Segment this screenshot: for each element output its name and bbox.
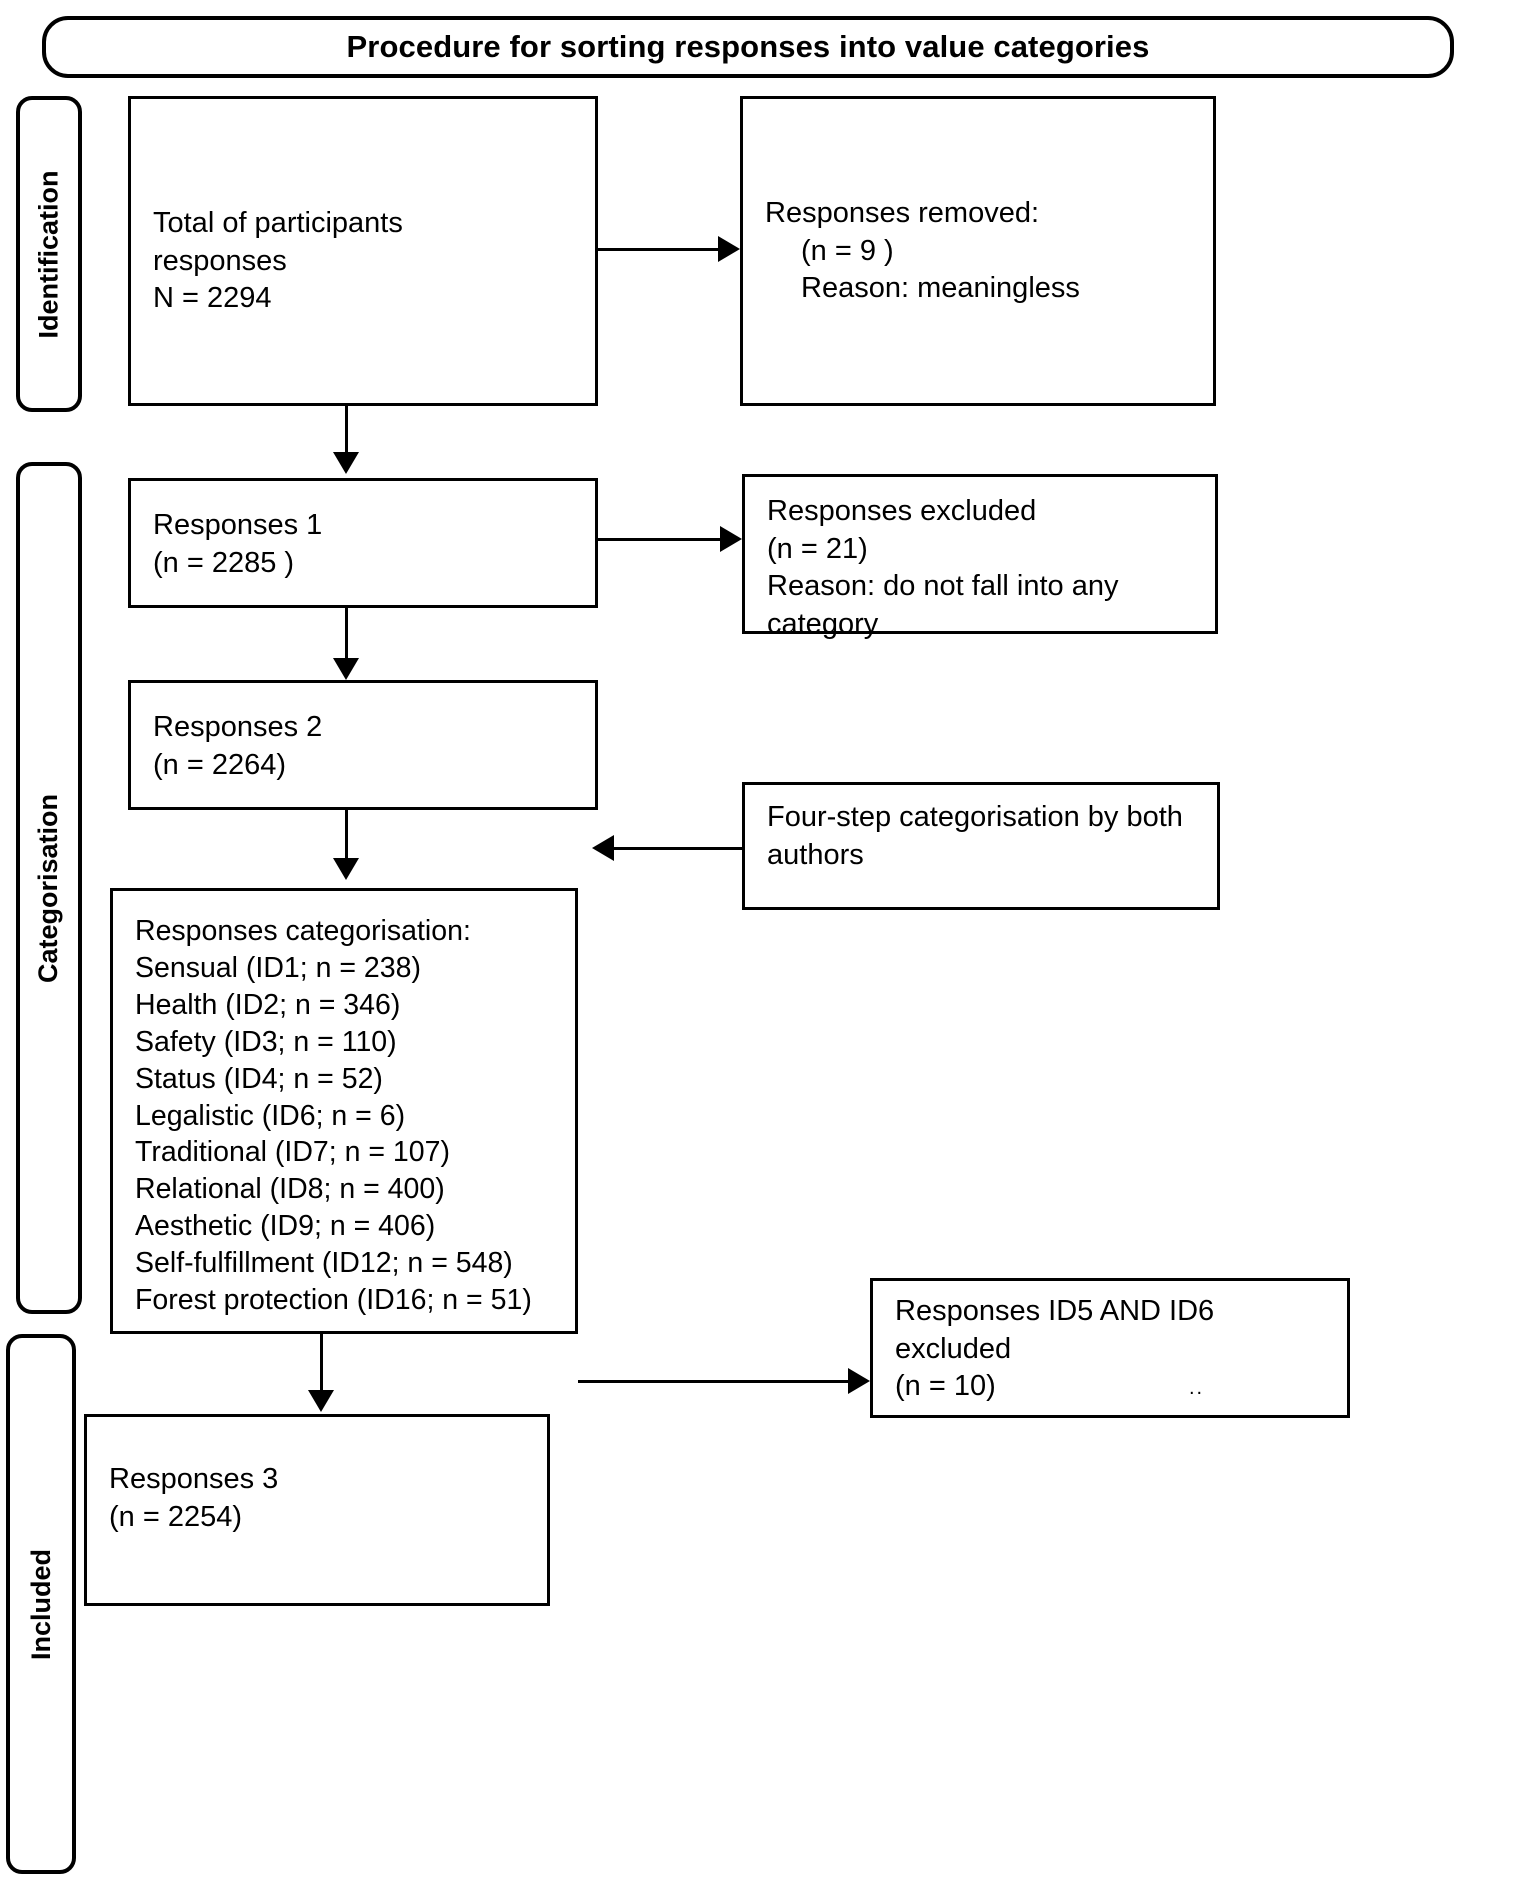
node-responses-2-line-1: Responses 2	[153, 711, 323, 743]
categorisation-item-sensual: Sensual (ID1; n = 238)	[135, 951, 421, 984]
categorisation-item-health: Health (ID2; n = 346)	[135, 988, 401, 1021]
arrowhead-categorisation-to-id5id6	[848, 1368, 870, 1394]
categorisation-item-aesthetic: Aesthetic (ID9; n = 406)	[135, 1210, 436, 1243]
node-total-responses-line-3: N = 2294	[153, 282, 272, 315]
categorisation-heading: Responses categorisation:	[135, 915, 471, 947]
node-responses-3-line-2: (n = 2254)	[109, 1500, 243, 1533]
connector-responses1-to-excluded	[598, 538, 720, 541]
arrowhead-fourstep-to-categorisation	[592, 835, 614, 861]
node-responses-3: Responses 3 (n = 2254)	[84, 1414, 550, 1606]
node-total-responses: Total of participants responses N = 2294	[128, 96, 598, 406]
node-responses-removed-line-1: Responses removed:	[765, 197, 1040, 229]
connector-categorisation-to-id5id6	[578, 1380, 848, 1383]
arrowhead-total-to-removed	[718, 236, 740, 262]
connector-total-to-responses1	[345, 406, 348, 458]
stage-label-identification: Identification	[16, 96, 82, 412]
node-four-step-line-2: authors	[767, 838, 864, 871]
node-responses-removed-line-2: (n = 9 )	[801, 234, 894, 267]
stage-label-categorisation-text: Categorisation	[33, 793, 64, 983]
node-responses-1-line-1: Responses 1	[153, 509, 323, 541]
connector-categorisation-to-responses3	[320, 1334, 323, 1396]
arrowhead-total-to-responses1	[333, 452, 359, 474]
node-responses-excluded-line-2: (n = 21)	[767, 532, 868, 565]
node-responses-removed-line-3: Reason: meaningless	[801, 272, 1080, 305]
node-id5-id6-line-3: (n = 10)	[895, 1370, 996, 1403]
connector-total-to-removed	[598, 248, 718, 251]
arrowhead-responses1-to-excluded	[720, 526, 742, 552]
node-total-responses-line-1: Total of participants	[153, 207, 403, 239]
categorisation-item-status: Status (ID4; n = 52)	[135, 1062, 383, 1095]
node-responses-3-line-1: Responses 3	[109, 1463, 279, 1495]
node-responses-excluded-line-3: Reason: do not fall into any	[767, 570, 1119, 603]
node-responses-1-line-2: (n = 2285 )	[153, 546, 295, 579]
node-responses-excluded-line-4: category	[767, 608, 879, 641]
arrowhead-responses1-to-responses2	[333, 658, 359, 680]
node-responses-removed: Responses removed: (n = 9 ) Reason: mean…	[740, 96, 1216, 406]
categorisation-item-relational: Relational (ID8; n = 400)	[135, 1173, 445, 1206]
node-four-step-categorisation: Four-step categorisation by both authors	[742, 782, 1220, 910]
connector-responses2-to-categorisation	[345, 810, 348, 864]
node-responses-2: Responses 2 (n = 2264)	[128, 680, 598, 810]
page-title: Procedure for sorting responses into val…	[346, 29, 1150, 64]
node-responses-excluded: Responses excluded (n = 21) Reason: do n…	[742, 474, 1218, 640]
node-responses-categorisation: Responses categorisation: Sensual (ID1; …	[110, 888, 578, 1334]
node-id5-id6-line-1: Responses ID5 AND ID6	[895, 1295, 1215, 1327]
categorisation-item-legalistic: Legalistic (ID6; n = 6)	[135, 1099, 406, 1132]
node-four-step-line-1: Four-step categorisation by both	[767, 801, 1183, 833]
stage-label-included-text: Included	[25, 1548, 56, 1660]
arrowhead-categorisation-to-responses3	[308, 1390, 334, 1412]
node-responses-2-line-2: (n = 2264)	[153, 748, 287, 781]
stage-label-included: Included	[6, 1334, 76, 1874]
connector-responses1-to-responses2	[345, 608, 348, 664]
stage-label-categorisation: Categorisation	[16, 462, 82, 1314]
node-responses-excluded-line-1: Responses excluded	[767, 495, 1037, 527]
node-total-responses-line-2: responses	[153, 244, 287, 277]
connector-fourstep-to-categorisation	[614, 847, 742, 850]
categorisation-item-forest-protection: Forest protection (ID16; n = 51)	[135, 1284, 532, 1317]
node-id5-id6-excluded: Responses ID5 AND ID6 excluded (n = 10) …	[870, 1278, 1350, 1418]
categorisation-item-traditional: Traditional (ID7; n = 107)	[135, 1136, 450, 1169]
categorisation-item-safety: Safety (ID3; n = 110)	[135, 1025, 397, 1058]
stray-dots-mark: ..	[1189, 1377, 1205, 1399]
categorisation-item-self-fulfillment: Self-fulfillment (ID12; n = 548)	[135, 1247, 513, 1280]
arrowhead-responses2-to-categorisation	[333, 858, 359, 880]
node-id5-id6-line-2: excluded	[895, 1332, 1012, 1365]
node-responses-1: Responses 1 (n = 2285 )	[128, 478, 598, 608]
diagram-title-box: Procedure for sorting responses into val…	[42, 16, 1454, 78]
stage-label-identification-text: Identification	[33, 170, 64, 338]
